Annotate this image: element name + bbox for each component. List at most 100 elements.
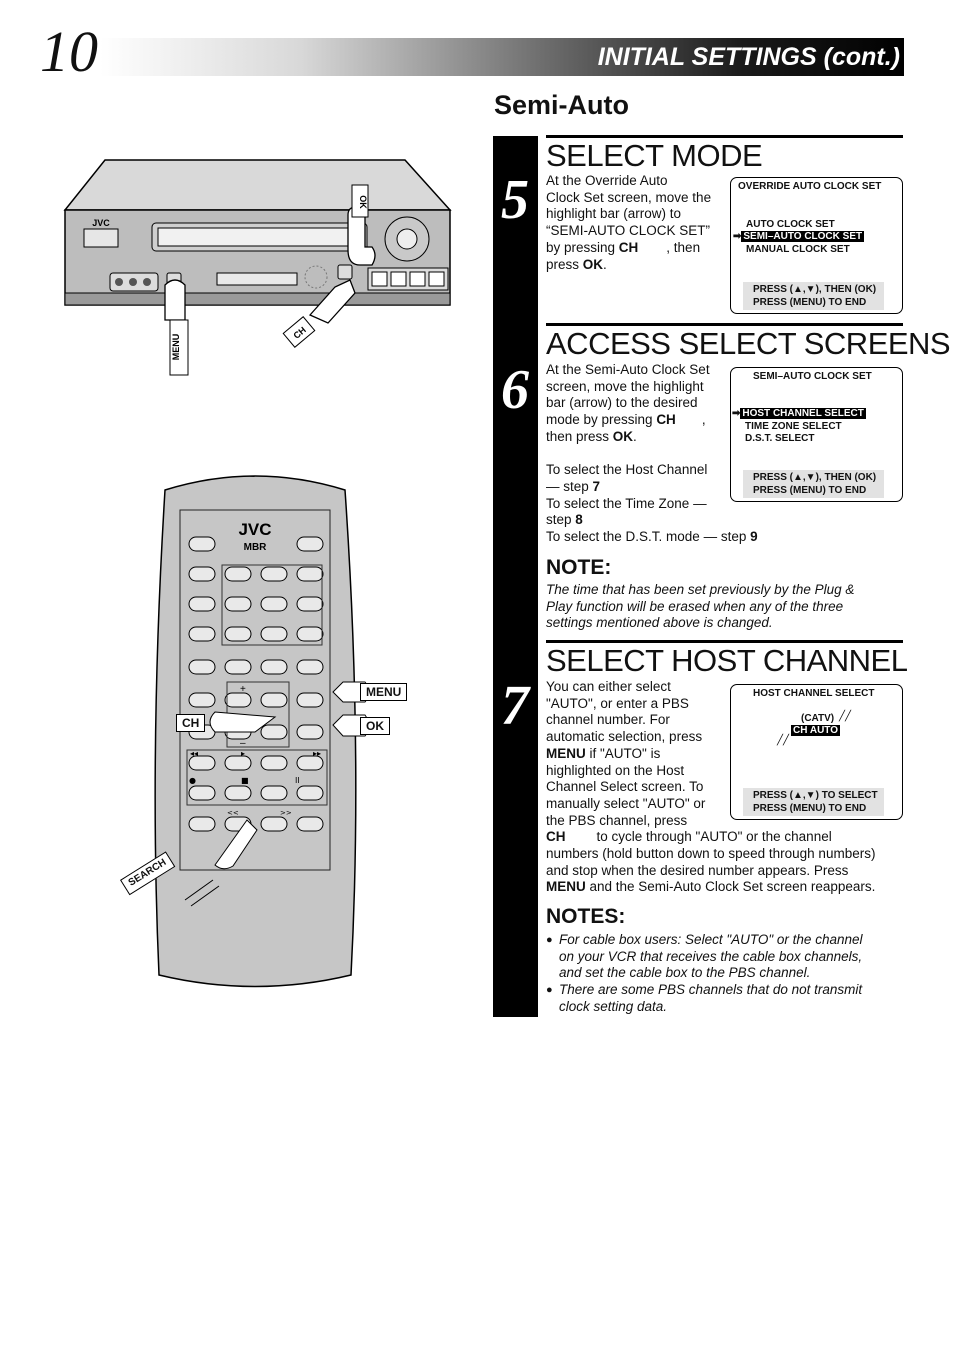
step-5-text: At the Override Auto Clock Set screen, m… bbox=[546, 173, 711, 273]
osd-override-auto-clock-set: OVERRIDE AUTO CLOCK SET AUTO CLOCK SET ➡… bbox=[730, 177, 903, 314]
search-fwd-symbol: >> bbox=[280, 809, 292, 817]
osd-item-manual: MANUAL CLOCK SET bbox=[746, 244, 850, 255]
step-6-title: ACCESS SELECT SCREENS bbox=[546, 326, 951, 361]
pointing-hand-ch-remote bbox=[209, 711, 277, 733]
callout-menu: MENU bbox=[360, 683, 408, 701]
step-5-line-3: highlight bar (arrow) to bbox=[546, 206, 682, 222]
header-bar bbox=[100, 38, 904, 76]
callout-ch: CH bbox=[176, 714, 206, 732]
av-jack-right bbox=[143, 278, 151, 286]
search-motion-lines bbox=[184, 879, 214, 901]
remote-button[interactable] bbox=[296, 816, 324, 832]
remote-button[interactable] bbox=[188, 755, 216, 771]
vcr-eject-button[interactable] bbox=[409, 271, 426, 287]
remote-button[interactable] bbox=[260, 724, 288, 740]
number-pad-outline bbox=[221, 564, 323, 646]
step-5-number: 5 bbox=[501, 169, 529, 231]
step-6-host-1: To select the Host Channel bbox=[546, 462, 708, 478]
notes-heading: NOTES: bbox=[546, 905, 626, 928]
step-6-host-2: — step 7 bbox=[546, 478, 601, 494]
vcr-ok-button[interactable] bbox=[396, 228, 418, 250]
remote-button[interactable] bbox=[188, 692, 216, 708]
vcr-rec-button[interactable] bbox=[371, 271, 388, 287]
remote-button[interactable] bbox=[296, 692, 324, 708]
remote-button[interactable] bbox=[260, 596, 288, 612]
remote-button[interactable] bbox=[296, 596, 324, 612]
remote-button[interactable] bbox=[224, 566, 252, 582]
arrow-right-icon: ➡ bbox=[732, 408, 741, 419]
remote-face bbox=[179, 509, 331, 871]
remote-brand: JVC bbox=[238, 520, 271, 539]
osd-item-auto: AUTO CLOCK SET bbox=[746, 219, 835, 230]
remote-button[interactable] bbox=[188, 626, 216, 642]
step-5-line-1: At the Override Auto bbox=[546, 173, 668, 188]
step-7-text: You can either select "AUTO", or enter a… bbox=[546, 679, 876, 895]
ok-key: OK bbox=[582, 256, 604, 272]
remote-button[interactable] bbox=[260, 626, 288, 642]
remote-button[interactable] bbox=[188, 659, 216, 675]
remote-button[interactable] bbox=[224, 626, 252, 642]
osd-catv: (CATV) bbox=[801, 713, 835, 724]
osd-footer: PRESS (▲,▼) TO SELECT PRESS (MENU) TO EN… bbox=[743, 788, 884, 816]
step-5-line-6: press OK. bbox=[546, 256, 607, 272]
vcr-stop-button[interactable] bbox=[390, 271, 407, 287]
remote-button[interactable] bbox=[224, 692, 252, 708]
step-6-line-4: mode by pressing CH, bbox=[546, 412, 706, 428]
arrow-right-icon: ➡ bbox=[733, 231, 742, 242]
menu-tag bbox=[169, 319, 189, 376]
remote-button[interactable] bbox=[188, 536, 216, 552]
remote-button[interactable] bbox=[260, 692, 288, 708]
remote-button[interactable] bbox=[188, 785, 216, 801]
step-6-text: At the Semi-Auto Clock Set screen, move … bbox=[546, 362, 758, 546]
remote-button[interactable] bbox=[296, 724, 324, 740]
section-title: Semi-Auto bbox=[494, 90, 629, 120]
ok-tag-label: OK bbox=[358, 195, 368, 209]
osd-semi-auto-clock-set: SEMI–AUTO CLOCK SET ➡HOST CHANNEL SELECT… bbox=[730, 367, 903, 502]
step-7-number: 7 bbox=[501, 675, 529, 737]
search-motion-lines-2 bbox=[190, 885, 220, 907]
pointing-hand-search bbox=[214, 819, 258, 870]
av-jack-video bbox=[115, 278, 123, 286]
vcr-pause-button[interactable] bbox=[428, 271, 445, 287]
av-jack-left bbox=[129, 278, 137, 286]
rec-symbol: ● bbox=[189, 776, 196, 785]
page-title: INITIAL SETTINGS (cont.) bbox=[597, 43, 900, 71]
remote-button[interactable] bbox=[188, 596, 216, 612]
remote-button[interactable] bbox=[188, 566, 216, 582]
callout-ok: OK bbox=[360, 717, 390, 735]
notes-bullet-1: ● For cable box users: Select "AUTO" or … bbox=[546, 932, 863, 981]
remote-button[interactable] bbox=[260, 659, 288, 675]
remote-button[interactable] bbox=[296, 659, 324, 675]
osd-title: SEMI–AUTO CLOCK SET bbox=[753, 371, 872, 382]
remote-button[interactable] bbox=[224, 755, 252, 771]
remote-button[interactable] bbox=[260, 755, 288, 771]
ok-tag bbox=[351, 184, 369, 218]
remote-button[interactable] bbox=[224, 785, 252, 801]
vcr-illustration: JVC OK MENU CH bbox=[63, 159, 452, 376]
vcr-sensor bbox=[304, 265, 328, 289]
step-6-line-2: screen, move the highlight bbox=[546, 378, 704, 394]
remote-button[interactable] bbox=[296, 785, 324, 801]
vcr-ch-button[interactable] bbox=[337, 264, 353, 280]
step-6-tz-2: step 8 bbox=[546, 512, 583, 528]
note-heading: NOTE: bbox=[546, 556, 612, 579]
remote-button[interactable] bbox=[260, 566, 288, 582]
play-symbol: ▸ bbox=[241, 749, 245, 758]
remote-button[interactable] bbox=[260, 816, 288, 832]
remote-button[interactable] bbox=[188, 816, 216, 832]
step-5-line-4: “SEMI-AUTO CLOCK SET” bbox=[546, 223, 711, 239]
stop-symbol: ■ bbox=[241, 776, 249, 785]
pointing-hand-ch bbox=[308, 279, 356, 324]
remote-button[interactable] bbox=[296, 755, 324, 771]
remote-button[interactable] bbox=[296, 566, 324, 582]
remote-button[interactable] bbox=[260, 785, 288, 801]
remote-button[interactable] bbox=[296, 626, 324, 642]
step-6-rule bbox=[546, 323, 903, 326]
ch-tag bbox=[282, 316, 316, 348]
step-6-tz-1: To select the Time Zone — bbox=[546, 495, 707, 511]
remote-button[interactable] bbox=[224, 659, 252, 675]
remote-button[interactable] bbox=[296, 536, 324, 552]
ch-key: CH bbox=[618, 239, 639, 255]
page-number: 10 bbox=[40, 19, 98, 84]
remote-button[interactable] bbox=[224, 596, 252, 612]
